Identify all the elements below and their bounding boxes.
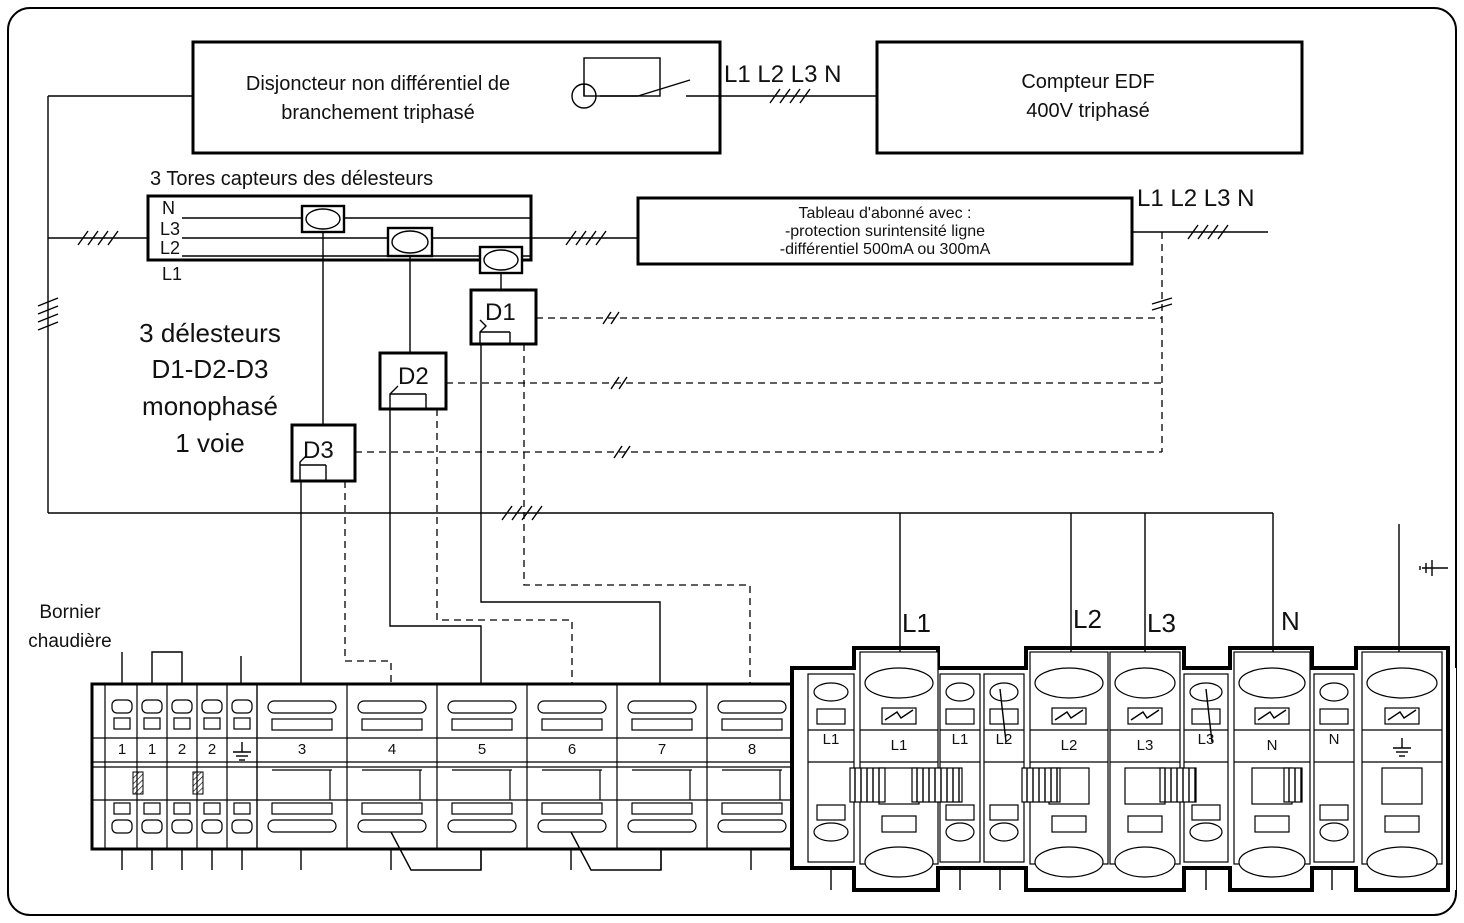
bornier-small-terminals: 1 1 2 2: [111, 684, 258, 870]
hatch-marks-right: [1187, 224, 1229, 240]
outer-frame: [7, 7, 1457, 916]
distribution-terminal-label: L1: [952, 731, 969, 748]
disjoncteur-label-line1: Disjoncteur non différentiel de: [246, 73, 510, 95]
distribution-terminal-label: L3: [1137, 737, 1154, 754]
bornier-terminal-label: 7: [658, 741, 666, 758]
delesteurs-label-3: monophasé: [142, 391, 278, 421]
tores-title: 3 Tores capteurs des délesteurs: [150, 168, 433, 190]
disjoncteur-box: Disjoncteur non différentiel de branchem…: [191, 40, 722, 155]
relay-d2: D2: [378, 351, 448, 411]
tableau-label-line3: -différentiel 500mA ou 300mA: [780, 241, 991, 258]
distribution-terminal-label: N: [1329, 731, 1340, 748]
relay-d3: D3: [290, 423, 357, 483]
top-feed-labels: L1 L2 L3 N: [902, 604, 1300, 638]
feed-label-l3: L3: [1147, 608, 1176, 638]
top-phases-label: L1 L2 L3 N: [724, 61, 841, 88]
bornier-label-2: chaudière: [28, 631, 111, 652]
bornier-terminal-label: 5: [478, 741, 486, 758]
torus-sensor-3: [478, 245, 524, 275]
tores-line-n: N: [162, 198, 175, 218]
distribution-terminal-label: L2: [1061, 737, 1078, 754]
bornier-terminal-label: 1: [118, 741, 126, 758]
feed-label-l2: L2: [1073, 604, 1102, 634]
tores-line-l2: L2: [160, 238, 180, 258]
feed-label-l1: L1: [902, 608, 931, 638]
tores-box: N L3 L2 L1: [146, 194, 533, 284]
hatch-marks-top: [769, 88, 811, 104]
delesteurs-label-1: 3 délesteurs: [139, 318, 281, 348]
torus-sensor-1: [300, 204, 346, 234]
tableau-label-line1: Tableau d'abonné avec :: [799, 205, 972, 222]
relay-d1: D1: [469, 288, 538, 346]
hatch-marks-control: [602, 297, 1173, 459]
disjoncteur-label-line2: branchement triphasé: [281, 102, 474, 124]
bornier-terminal-label: 2: [208, 741, 216, 758]
compteur-label-line1: Compteur EDF: [1021, 71, 1154, 93]
distribution-terminal-label: L1: [823, 731, 840, 748]
tores-line-l1: L1: [162, 264, 182, 284]
bornier-wide-terminals: 3 4 5 6 7 8: [256, 684, 787, 871]
compteur-box: Compteur EDF 400V triphasé: [875, 40, 1304, 155]
tableau-box: Tableau d'abonné avec : -protection suri…: [636, 196, 1134, 266]
delesteurs-label-4: 1 voie: [175, 428, 244, 458]
earth-symbol-top: [1419, 560, 1448, 576]
tores-line-l3: L3: [160, 219, 180, 239]
bornier-terminal-label: 1: [148, 741, 156, 758]
relay-d3-label: D3: [303, 437, 334, 464]
distribution-terminal-label: L3: [1198, 731, 1215, 748]
delesteurs-label-2: D1-D2-D3: [151, 354, 268, 384]
hatch-marks-tores: [77, 230, 607, 246]
distribution-terminal-block: L1 L1 L1 L2 L2 L3 L3 N N: [790, 646, 1456, 892]
distribution-terminal-label: L2: [996, 731, 1013, 748]
bornier-label-1: Bornier: [39, 602, 101, 623]
right-phases-label: L1 L2 L3 N: [1137, 185, 1254, 212]
bornier-terminal-label: 6: [568, 741, 576, 758]
distribution-terminal-label: N: [1267, 737, 1278, 754]
bornier-terminal-label: 4: [388, 741, 396, 758]
compteur-label-line2: 400V triphasé: [1026, 100, 1149, 122]
bornier-terminal-label: 2: [178, 741, 186, 758]
bornier-terminal-label: 8: [748, 741, 756, 758]
relay-d1-label: D1: [485, 299, 516, 326]
bornier-terminal-label: 3: [298, 741, 306, 758]
feed-label-n: N: [1281, 606, 1300, 636]
hatch-marks-left: [37, 297, 59, 331]
relay-d2-label: D2: [398, 363, 429, 390]
distribution-terminal-label: L1: [891, 737, 908, 754]
torus-sensor-2: [386, 226, 434, 258]
tableau-label-line2: -protection surintensité ligne: [785, 223, 985, 240]
